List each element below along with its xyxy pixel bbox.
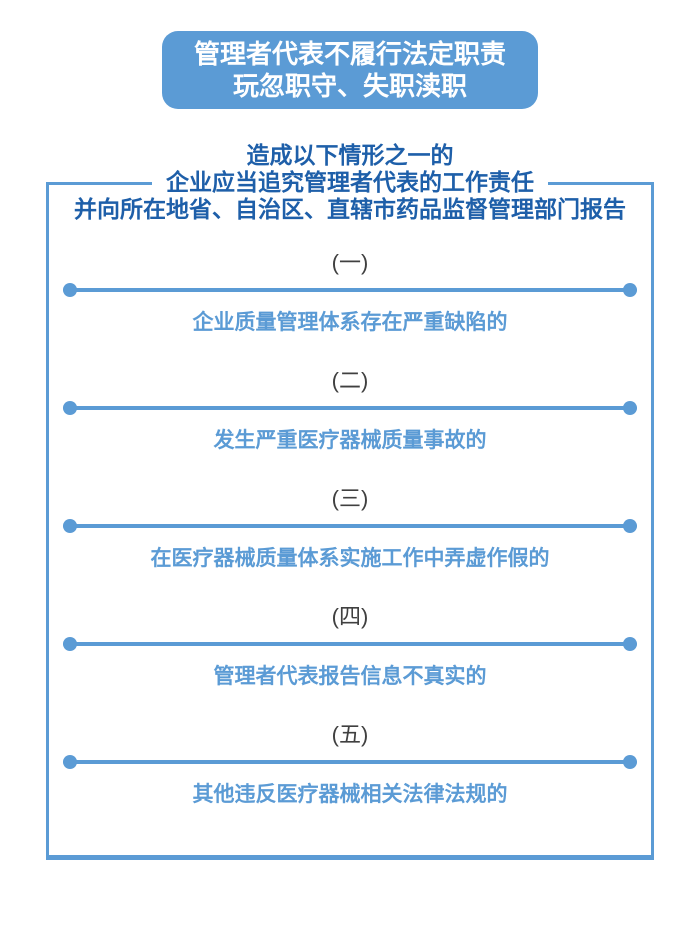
infographic-canvas: 管理者代表不履行法定职责 玩忽职守、失职渎职 造成以下情形之一的 企业应当追究管… <box>0 31 700 927</box>
panel-title-line-2: 企业应当追究管理者代表的工作责任 <box>46 169 654 196</box>
header-banner: 管理者代表不履行法定职责 玩忽职守、失职渎职 <box>162 31 538 109</box>
dot-right-icon <box>623 401 637 415</box>
condition-text: 管理者代表报告信息不真实的 <box>213 665 487 688</box>
dot-right-icon <box>623 519 637 533</box>
dot-left-icon <box>63 401 77 415</box>
connector-line <box>63 401 637 415</box>
condition-text: 在医疗器械质量体系实施工作中弄虚作假的 <box>150 547 550 570</box>
condition-item: (四) 管理者代表报告信息不真实的 <box>63 602 637 692</box>
connector-line <box>63 755 637 769</box>
conditions-panel: 造成以下情形之一的 企业应当追究管理者代表的工作责任 并向所在地省、自治区、直辖… <box>46 142 654 860</box>
connector-line <box>63 637 637 651</box>
dot-left-icon <box>63 519 77 533</box>
dot-right-icon <box>623 637 637 651</box>
conditions-list: (一) 企业质量管理体系存在严重缺陷的 (二) 发生严重医疗器械质量事故的 (三… <box>49 185 651 810</box>
condition-number: (四) <box>331 604 369 629</box>
condition-item: (五) 其他违反医疗器械相关法律法规的 <box>63 720 637 810</box>
dot-left-icon <box>63 637 77 651</box>
condition-number: (一) <box>331 250 369 275</box>
dot-left-icon <box>63 283 77 297</box>
header-line-1: 管理者代表不履行法定职责 <box>193 39 506 69</box>
condition-text: 其他违反医疗器械相关法律法规的 <box>192 783 508 806</box>
dot-right-icon <box>623 755 637 769</box>
condition-text: 企业质量管理体系存在严重缺陷的 <box>192 311 508 334</box>
condition-item: (一) 企业质量管理体系存在严重缺陷的 <box>63 248 637 338</box>
dot-left-icon <box>63 755 77 769</box>
panel-title-line-1: 造成以下情形之一的 <box>246 142 454 168</box>
condition-item: (三) 在医疗器械质量体系实施工作中弄虚作假的 <box>63 484 637 574</box>
condition-number: (三) <box>331 486 369 511</box>
connector-line <box>63 283 637 297</box>
header-line-2: 玩忽职守、失职渎职 <box>232 71 467 101</box>
panel-title: 造成以下情形之一的 企业应当追究管理者代表的工作责任 并向所在地省、自治区、直辖… <box>46 142 654 223</box>
condition-number: (二) <box>331 368 369 393</box>
condition-item: (二) 发生严重医疗器械质量事故的 <box>63 366 637 456</box>
condition-text: 发生严重医疗器械质量事故的 <box>213 429 487 452</box>
dot-right-icon <box>623 283 637 297</box>
connector-line <box>63 519 637 533</box>
panel-title-line-3: 并向所在地省、自治区、直辖市药品监督管理部门报告 <box>74 196 626 222</box>
condition-number: (五) <box>331 722 369 747</box>
